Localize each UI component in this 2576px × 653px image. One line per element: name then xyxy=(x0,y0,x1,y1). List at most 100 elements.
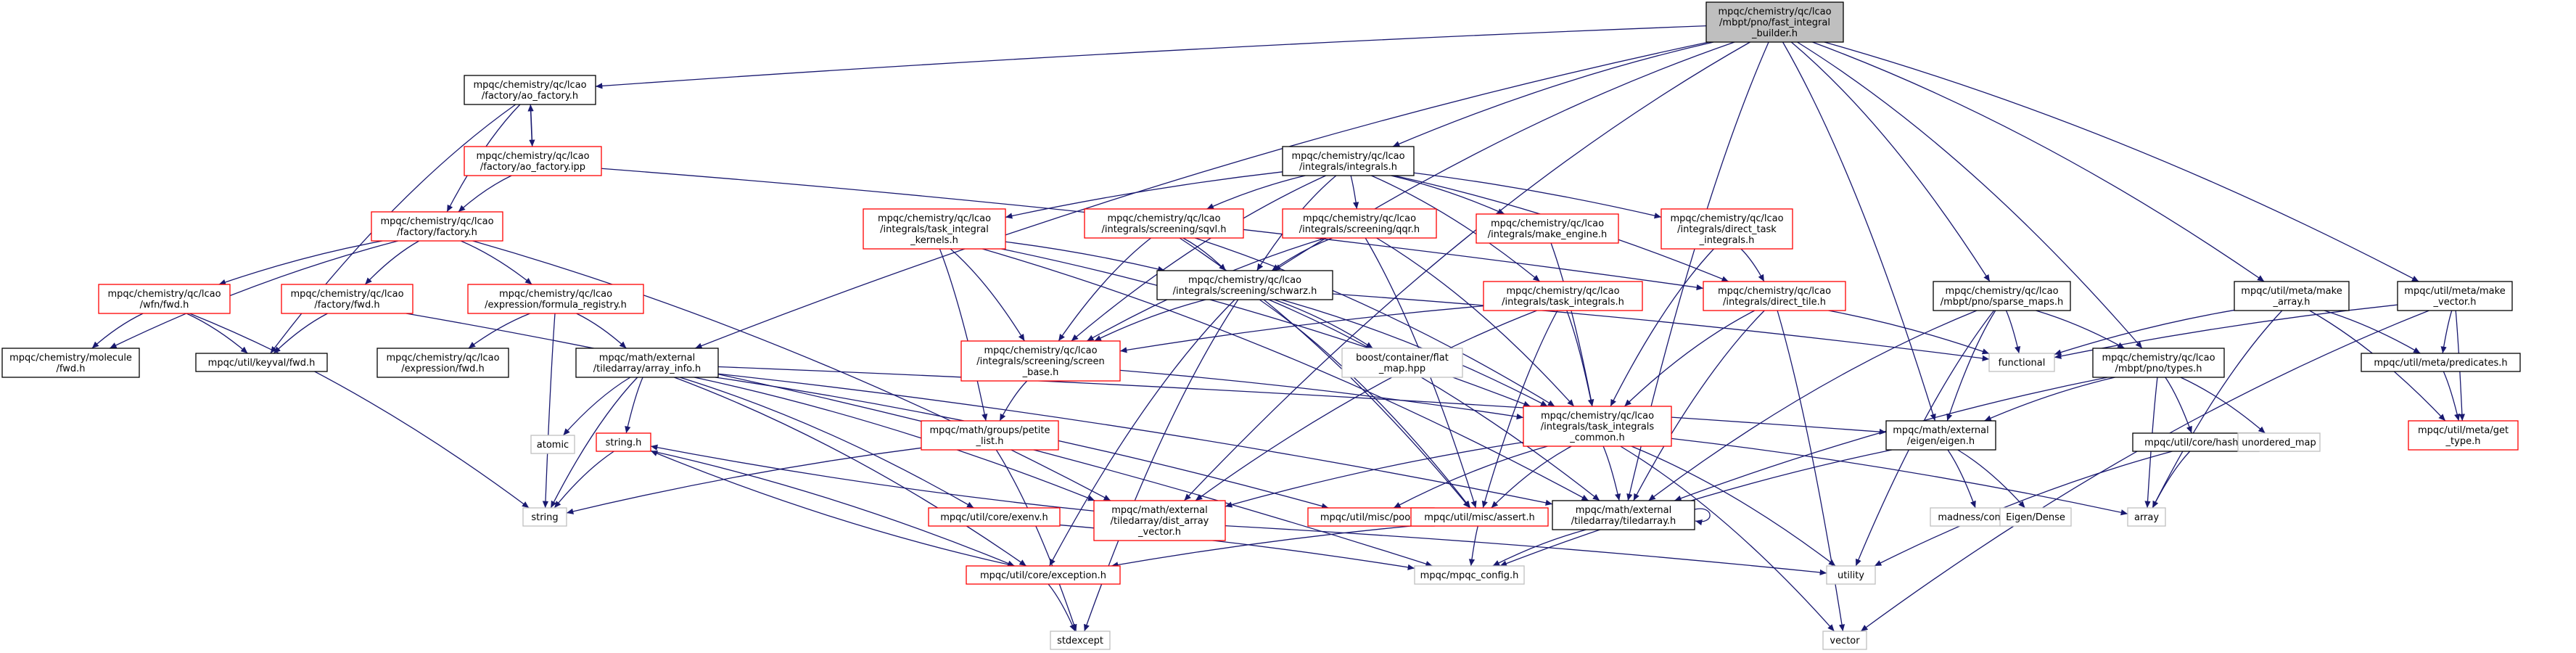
node-expression-fwd[interactable]: mpqc/chemistry/qc/lcao/expression/fwd.h xyxy=(376,348,509,378)
node-vector[interactable]: vector xyxy=(1822,631,1867,650)
node-keyval-fwd[interactable]: mpqc/util/keyval/fwd.h xyxy=(195,353,328,372)
node-mpqc-config[interactable]: mpqc/mpqc_config.h xyxy=(1414,565,1525,585)
node-atomic[interactable]: atomic xyxy=(530,435,575,454)
edge-make-array-to-predicates xyxy=(2324,310,2421,354)
edge-qqr-to-task-integrals-common xyxy=(1376,237,1575,407)
edge-screen-base-to-petite-list xyxy=(999,380,1028,422)
node-task-integral-kernels[interactable]: mpqc/chemistry/qc/lcao/integrals/task_in… xyxy=(863,208,1006,250)
node-box xyxy=(2127,507,2166,527)
node-predicates[interactable]: mpqc/util/meta/predicates.h xyxy=(2361,353,2521,372)
edge-formula-registry-to-expression-fwd xyxy=(468,313,530,349)
edge-ao-factory-ipp-to-factory-h xyxy=(458,175,512,213)
node-label-line: /integrals/integrals.h xyxy=(1299,162,1397,173)
node-utility[interactable]: utility xyxy=(1826,565,1876,585)
edge-task-integrals-h-to-screen-base xyxy=(1119,305,1484,353)
node-label-line: _array.h xyxy=(2272,297,2310,308)
edge-factory-h-to-factory-fwd xyxy=(364,240,420,285)
node-factory-h[interactable]: mpqc/chemistry/qc/lcao/factory/factory.h xyxy=(371,211,503,242)
node-types-h[interactable]: mpqc/chemistry/qc/lcao/mbpt/pno/types.h xyxy=(2092,348,2225,378)
node-qqr[interactable]: mpqc/chemistry/qc/lcao/integrals/screeni… xyxy=(1282,208,1437,239)
node-sqvl[interactable]: mpqc/chemistry/qc/lcao/integrals/screeni… xyxy=(1084,208,1244,239)
edge-screen-base-to-task-integrals-common xyxy=(1119,369,1524,420)
edge-schwartz-to-assert-h xyxy=(1259,299,1471,509)
node-label-line: mpqc/chemistry/qc/lcao xyxy=(1303,213,1416,224)
node-assert-h[interactable]: mpqc/util/misc/assert.h xyxy=(1410,507,1549,527)
node-get-type[interactable]: mpqc/util/meta/get_type.h xyxy=(2408,420,2519,451)
node-unordered-map[interactable]: unordered_map xyxy=(2237,432,2321,452)
node-box xyxy=(1282,146,1415,176)
node-box xyxy=(467,284,644,314)
node-box xyxy=(1705,1,1844,43)
node-make-engine[interactable]: mpqc/chemistry/qc/lcao/integrals/make_en… xyxy=(1476,213,1619,244)
node-stdexcept[interactable]: stdexcept xyxy=(1050,631,1111,650)
node-box xyxy=(596,432,651,452)
node-integrals-h[interactable]: mpqc/chemistry/qc/lcao/integrals/integra… xyxy=(1282,146,1415,176)
node-ao-factory-ipp[interactable]: mpqc/chemistry/qc/lcao/factory/ao_factor… xyxy=(464,146,602,176)
edge-direct-task-to-direct-tile xyxy=(1740,248,1765,282)
node-box xyxy=(1885,420,1996,451)
node-box xyxy=(1414,565,1525,585)
node-ao-factory-h[interactable]: mpqc/chemistry/qc/lcao/factory/ao_factor… xyxy=(464,75,596,105)
node-task-integrals-common[interactable]: mpqc/chemistry/qc/lcao/integrals/task_in… xyxy=(1523,406,1672,447)
node-string-h[interactable]: string.h xyxy=(596,432,651,452)
edge-factory-fwd-to-keyval-fwd xyxy=(273,313,328,354)
node-string-std[interactable]: string xyxy=(522,507,567,527)
node-molecule-fwd[interactable]: mpqc/chemistry/molecule/fwd.h xyxy=(1,348,140,378)
node-label-line: /tiledarray/dist_array xyxy=(1111,516,1209,527)
node-wfn-fwd[interactable]: mpqc/chemistry/qc/lcao/wfn/fwd.h xyxy=(98,284,231,314)
node-eigen-h[interactable]: mpqc/math/external/eigen/eigen.h xyxy=(1885,420,1996,451)
node-box xyxy=(2397,281,2513,311)
node-root[interactable]: mpqc/chemistry/qc/lcao/mbpt/pno/fast_int… xyxy=(1705,1,1844,43)
node-box xyxy=(1084,208,1244,239)
node-box xyxy=(2092,348,2225,378)
node-label-line: /integrals/direct_tile.h xyxy=(1723,297,1826,308)
node-label-line: /integrals/screening/sqvl.h xyxy=(1101,224,1226,235)
node-array-std[interactable]: array xyxy=(2127,507,2166,527)
node-pool[interactable]: mpqc/util/misc/pool.h xyxy=(1307,507,1435,527)
node-label-line: array xyxy=(2134,512,2159,523)
node-box xyxy=(1826,565,1876,585)
edge-integrals-h-to-sqvl xyxy=(1206,175,1306,210)
edge-array-info-to-exenv xyxy=(679,377,974,509)
node-direct-tile[interactable]: mpqc/chemistry/qc/lcao/integrals/direct_… xyxy=(1703,281,1846,311)
node-label-line: /mbpt/pno/sparse_maps.h xyxy=(1941,297,2063,308)
node-tiledarray-h[interactable]: mpqc/math/external/tiledarray/tiledarray… xyxy=(1552,500,1695,530)
node-box xyxy=(1410,507,1549,527)
node-direct-task[interactable]: mpqc/chemistry/qc/lcao/integrals/direct_… xyxy=(1661,208,1793,250)
edge-string-h-to-string-std xyxy=(554,451,614,509)
edge-factory-h-to-molecule-fwd xyxy=(109,240,398,349)
node-formula-registry[interactable]: mpqc/chemistry/qc/lcao/expression/formul… xyxy=(467,284,644,314)
edge-factory-h-to-wfn-fwd xyxy=(218,240,383,285)
edge-task-integrals-h-to-dist-array-vector xyxy=(1195,310,1537,501)
node-label-line: /mbpt/pno/types.h xyxy=(2115,364,2202,374)
edge-root-to-integrals-h xyxy=(1392,41,1714,147)
node-petite-list[interactable]: mpqc/math/groups/petite_list.h xyxy=(921,420,1059,451)
node-make-array[interactable]: mpqc/util/meta/make_array.h xyxy=(2234,281,2350,311)
node-box xyxy=(195,353,328,372)
node-label-line: /factory/ao_factory.h xyxy=(482,91,578,102)
node-eigen-dense[interactable]: Eigen/Dense xyxy=(1999,507,2072,527)
node-flat-map[interactable]: boost/container/flat_map.hpp xyxy=(1341,348,1463,378)
node-functional[interactable]: functional xyxy=(1988,353,2055,372)
node-make-vector[interactable]: mpqc/util/meta/make_vector.h xyxy=(2397,281,2513,311)
node-array-info[interactable]: mpqc/math/external/tiledarray/array_info… xyxy=(575,348,719,378)
edge-eigen-h-to-mpqc-config xyxy=(1499,449,1893,567)
edge-make-engine-to-task-integrals-common xyxy=(1550,242,1594,407)
node-box xyxy=(1523,406,1672,447)
node-sparse-maps[interactable]: mpqc/chemistry/qc/lcao/mbpt/pno/sparse_m… xyxy=(1933,281,2071,311)
node-exception[interactable]: mpqc/util/core/exception.h xyxy=(966,565,1121,585)
edge-sqvl-to-assert-h xyxy=(1179,237,1470,509)
node-label-line: /mbpt/pno/fast_integral xyxy=(1719,17,1830,28)
edge-task-integrals-common-to-tiledarray-h xyxy=(1602,445,1621,501)
node-dist-array-vector[interactable]: mpqc/math/external/tiledarray/dist_array… xyxy=(1093,500,1226,541)
node-screen-base[interactable]: mpqc/chemistry/qc/lcao/integrals/screeni… xyxy=(960,340,1121,382)
edge-direct-tile-to-tiledarray-h xyxy=(1633,310,1765,501)
node-factory-fwd[interactable]: mpqc/chemistry/qc/lcao/factory/fwd.h xyxy=(281,284,413,314)
node-task-integrals-h[interactable]: mpqc/chemistry/qc/lcao/integrals/task_in… xyxy=(1483,281,1643,311)
node-label-line: mpqc/chemistry/qc/lcao xyxy=(1718,286,1831,297)
node-label-line: mpqc/chemistry/qc/lcao xyxy=(290,289,403,300)
node-schwartz[interactable]: mpqc/chemistry/qc/lcao/integrals/screeni… xyxy=(1156,270,1333,300)
node-box xyxy=(1156,270,1333,300)
node-box xyxy=(2234,281,2350,311)
node-exenv[interactable]: mpqc/util/core/exenv.h xyxy=(928,507,1061,527)
